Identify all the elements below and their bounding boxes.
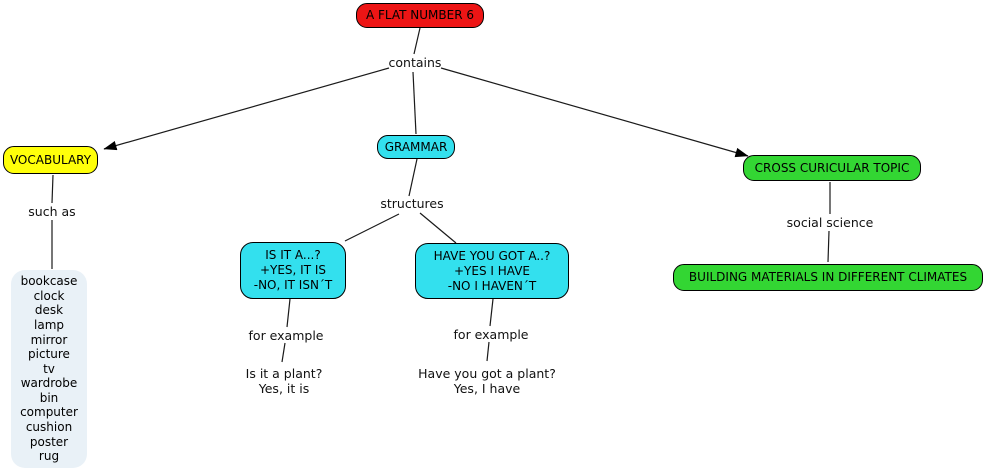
edge-grammar-structures bbox=[408, 158, 418, 197]
is-it-line-3: -NO, IT ISN´T bbox=[253, 278, 333, 292]
link-label-such-as[interactable]: such as bbox=[28, 204, 76, 219]
link-label-social-science[interactable]: social science bbox=[786, 215, 874, 230]
vocab-word: wardrobe bbox=[20, 376, 78, 391]
vocab-word: picture bbox=[28, 347, 70, 362]
link-label-structures[interactable]: structures bbox=[380, 196, 444, 211]
node-is-it-structure[interactable]: IS IT A...? +YES, IT IS -NO, IT ISN´T bbox=[240, 242, 346, 299]
is-it-line-1: IS IT A...? bbox=[265, 248, 321, 262]
node-example-have-you-got-a-plant[interactable]: Have you got a plant? Yes, I have bbox=[407, 366, 567, 396]
vocab-word: cushion bbox=[25, 420, 73, 435]
edge-contains-grammar bbox=[412, 71, 417, 135]
vocab-word: bin bbox=[39, 390, 59, 405]
node-root-title[interactable]: A FLAT NUMBER 6 bbox=[356, 3, 484, 28]
vocab-word: computer bbox=[20, 405, 78, 420]
edge-socialscience-building bbox=[827, 230, 830, 263]
example-right-line-1: Have you got a plant? bbox=[418, 366, 556, 381]
node-have-you-got-structure[interactable]: HAVE YOU GOT A..? +YES I HAVE -NO I HAVE… bbox=[415, 243, 569, 299]
link-label-for-example-left[interactable]: for example bbox=[248, 328, 324, 343]
example-left-line-2: Yes, it is bbox=[258, 380, 310, 396]
vocab-word: mirror bbox=[30, 332, 68, 347]
vocab-word: tv bbox=[43, 361, 55, 376]
node-cross-curricular-topic[interactable]: CROSS CURICULAR TOPIC bbox=[743, 155, 921, 181]
edge-forexample-exampleright bbox=[486, 341, 490, 362]
vocab-word: poster bbox=[29, 434, 69, 449]
have-got-line-1: HAVE YOU GOT A..? bbox=[433, 248, 551, 263]
edge-vocabulary-suchas bbox=[51, 174, 54, 204]
is-it-line-2: +YES, IT IS bbox=[259, 263, 327, 277]
link-label-contains[interactable]: contains bbox=[388, 55, 442, 70]
vocab-word: clock bbox=[33, 288, 65, 303]
vocab-word: desk bbox=[34, 303, 64, 318]
node-building-materials[interactable]: BUILDING MATERIALS IN DIFFERENT CLIMATES bbox=[673, 264, 983, 291]
node-vocabulary-word-list[interactable]: bookcase clock desk lamp mirror picture … bbox=[11, 270, 87, 468]
example-left-line-1: Is it a plant? bbox=[245, 366, 323, 381]
edge-forexample-exampleleft bbox=[281, 342, 286, 363]
node-grammar[interactable]: GRAMMAR bbox=[377, 135, 455, 159]
edge-contains-crosstopic-arrow bbox=[440, 67, 749, 158]
vocab-word: bookcase bbox=[20, 274, 78, 289]
edge-contains-vocabulary-arrow bbox=[103, 67, 390, 151]
node-vocabulary[interactable]: VOCABULARY bbox=[3, 146, 98, 174]
edge-havegot-forexample bbox=[489, 298, 494, 327]
link-label-for-example-right[interactable]: for example bbox=[453, 327, 529, 342]
have-got-line-2: +YES I HAVE bbox=[453, 263, 530, 278]
example-right-line-2: Yes, I have bbox=[453, 380, 521, 396]
edge-structures-havegot bbox=[419, 212, 457, 244]
edge-root-contains bbox=[413, 27, 421, 55]
vocab-word: lamp bbox=[34, 317, 64, 332]
edge-structures-isit bbox=[344, 213, 400, 242]
vocab-word: rug bbox=[38, 449, 60, 464]
edge-isit-forexample bbox=[286, 298, 291, 328]
have-got-line-3: -NO I HAVEN´T bbox=[447, 278, 537, 293]
node-example-is-it-a-plant[interactable]: Is it a plant? Yes, it is bbox=[229, 366, 339, 396]
